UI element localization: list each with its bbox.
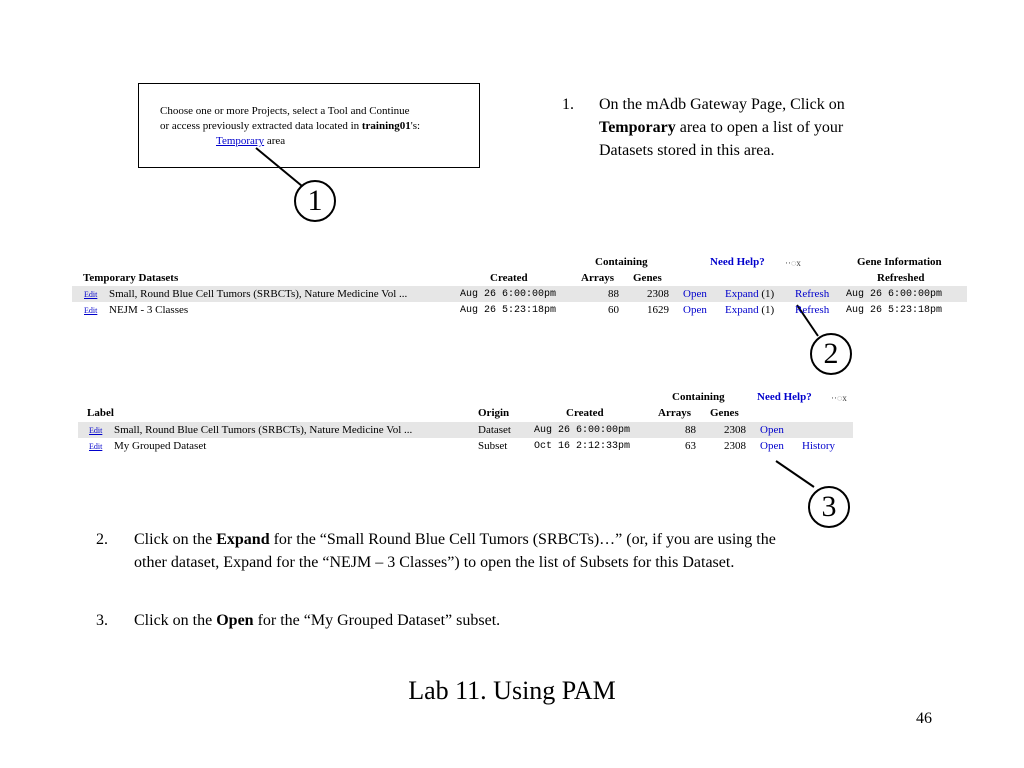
subset-arrays: 88 [685, 424, 696, 436]
subset-arrays: 63 [685, 440, 696, 452]
gene-information-header: Gene Information [857, 256, 942, 268]
bee-icon[interactable]: ··◌x [785, 258, 801, 268]
temporary-link[interactable]: Temporary [216, 135, 265, 147]
expand-link[interactable]: Expand [725, 304, 759, 316]
history-link[interactable]: History [802, 440, 835, 452]
subset-created: Aug 26 6:00:00pm [534, 425, 631, 436]
subsets-table: Containing Need Help? ··◌x Label Origin … [78, 391, 853, 452]
subset-label: Small, Round Blue Cell Tumors (SRBCTs), … [114, 424, 413, 436]
subset-genes: 2308 [724, 424, 746, 436]
dataset-name: Small, Round Blue Cell Tumors (SRBCTs), … [109, 288, 408, 300]
col-arrays: Arrays [658, 407, 691, 419]
col-label: Label [87, 407, 114, 419]
dataset-genes: 1629 [647, 304, 669, 316]
subset-origin: Dataset [478, 424, 511, 436]
open-link[interactable]: Open [683, 288, 707, 300]
dataset-arrays: 88 [608, 288, 619, 300]
col-created: Created [566, 407, 604, 419]
username: training01 [361, 120, 411, 132]
table-row-highlight [78, 422, 853, 438]
dataset-arrays: 60 [608, 304, 619, 316]
gateway-excerpt-box: Choose one or more Projects, select a To… [138, 83, 480, 168]
page-number: 46 [916, 710, 932, 727]
expand-link[interactable]: Expand [725, 288, 759, 300]
need-help-link[interactable]: Need Help? [710, 256, 765, 268]
expand-control: Expand (1) [725, 288, 775, 300]
containing-header: Containing [595, 256, 648, 268]
dataset-name: NEJM - 3 Classes [109, 304, 189, 316]
col-refreshed: Refreshed [877, 272, 925, 284]
step-1: 1. On the mAdb Gateway Page, Click on Te… [562, 93, 942, 165]
step-2: 2. Click on the Expand for the “Small Ro… [96, 528, 976, 576]
dataset-refreshed: Aug 26 6:00:00pm [846, 289, 943, 300]
subset-genes: 2308 [724, 440, 746, 452]
step-3-number: 3. [96, 612, 108, 629]
bee-icon[interactable]: ··◌x [831, 393, 847, 403]
containing-header: Containing [672, 391, 725, 403]
dataset-created: Aug 26 6:00:00pm [460, 289, 557, 300]
callout-2-line [796, 304, 819, 337]
col-temporary-datasets: Temporary Datasets [83, 272, 179, 284]
col-genes: Genes [633, 272, 662, 284]
open-link[interactable]: Open [760, 440, 784, 452]
refresh-link[interactable]: Refresh [795, 304, 830, 316]
col-origin: Origin [478, 407, 510, 419]
col-created: Created [490, 272, 528, 284]
subset-origin: Subset [478, 440, 508, 452]
expand-control: Expand (1) [725, 304, 775, 316]
col-genes: Genes [710, 407, 739, 419]
step-1-number: 1. [562, 96, 574, 113]
callout-3-line [775, 460, 815, 488]
need-help-link[interactable]: Need Help? [757, 391, 812, 403]
open-link[interactable]: Open [683, 304, 707, 316]
callout-3: 3 [808, 486, 850, 528]
dataset-refreshed: Aug 26 5:23:18pm [846, 305, 943, 316]
col-arrays: Arrays [581, 272, 614, 284]
step-2-number: 2. [96, 531, 108, 548]
subset-label: My Grouped Dataset [114, 440, 207, 452]
temporary-datasets-table: Containing Need Help? ··◌x Gene Informat… [0, 0, 1024, 330]
dataset-created: Aug 26 5:23:18pm [460, 305, 557, 316]
dataset-genes: 2308 [647, 288, 669, 300]
subset-created: Oct 16 2:12:33pm [534, 441, 631, 452]
temporary-area-line: Temporary area [216, 135, 286, 147]
gateway-instruction-line1: Choose one or more Projects, select a To… [160, 105, 410, 117]
callout-1: 1 [294, 180, 336, 222]
edit-link[interactable]: Edit [89, 442, 103, 451]
step-3: 3. Click on the Open for the “My Grouped… [96, 609, 696, 633]
open-link[interactable]: Open [760, 424, 784, 436]
callout-1-line [255, 147, 303, 187]
table-row-highlight [72, 286, 967, 302]
slide-title: Lab 11. Using PAM [408, 676, 616, 705]
edit-link[interactable]: Edit [84, 306, 98, 315]
callout-2: 2 [810, 333, 852, 375]
gateway-instruction-line2: or access previously extracted data loca… [160, 120, 421, 132]
edit-link[interactable]: Edit [89, 426, 103, 435]
refresh-link[interactable]: Refresh [795, 288, 830, 300]
edit-link[interactable]: Edit [84, 290, 98, 299]
